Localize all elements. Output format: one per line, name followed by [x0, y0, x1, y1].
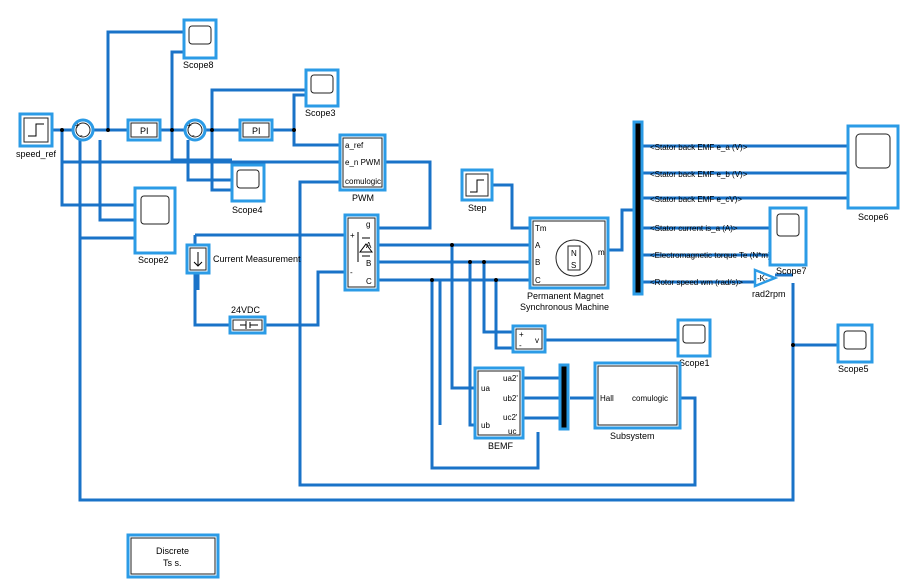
pmsm-port-tm: Tm	[535, 224, 547, 233]
signal-lines	[50, 30, 848, 502]
rad2rpm-label: rad2rpm	[752, 289, 786, 299]
pmsm-port-c: C	[535, 276, 541, 285]
pmsm-label-line1: Permanent Magnet	[527, 291, 604, 301]
pmsm-port-b: B	[535, 258, 540, 267]
pmsm-label-line2: Synchronous Machine	[520, 302, 609, 312]
sum1-block[interactable]: + -	[71, 118, 95, 142]
inverter-block[interactable]: g A B C + -	[343, 213, 380, 292]
junction-dots	[60, 128, 795, 347]
scope3-label: Scope3	[305, 108, 336, 118]
pwm-label: PWM	[352, 193, 374, 203]
bus-signal-te: <Electromagnetic torque Te (N*m)>	[650, 251, 776, 260]
rad2rpm-gain-symbol: -K-	[757, 274, 768, 283]
sum1-minus: -	[80, 131, 83, 140]
scope8-label: Scope8	[183, 60, 214, 70]
subsystem-label: Subsystem	[610, 431, 655, 441]
pwm-port-en-pwm: e_n PWM	[345, 158, 380, 167]
pi1-label: PI	[140, 126, 149, 136]
bus-signal-eb: <Stator back EMF e_b (V)>	[650, 170, 748, 179]
bus-signal-ea: <Stator back EMF e_a (V)>	[650, 143, 748, 152]
discrete-label-line2: Ts s.	[163, 558, 182, 568]
pmsm-s-pole: S	[571, 261, 576, 270]
pwm-block[interactable]: a_ref e_n PWM comulogic PWM	[338, 133, 387, 203]
bemf-block[interactable]: ua ub ua2' ub2' uc2' uc BEMF	[473, 366, 525, 451]
step-block[interactable]: Step	[460, 168, 494, 213]
bemf-port-ua: ua	[481, 384, 490, 393]
powergui-discrete-block[interactable]: Discrete Ts s.	[126, 533, 220, 579]
bemf-label: BEMF	[488, 441, 514, 451]
pi1-block[interactable]: PI	[126, 118, 162, 142]
pmsm-port-m: m	[598, 248, 605, 257]
inverter-port-b: B	[366, 259, 371, 268]
scope7-label: Scope7	[776, 266, 807, 276]
discrete-label-line1: Discrete	[156, 546, 189, 556]
scope4-label: Scope4	[232, 205, 263, 215]
bus-selector-block[interactable]	[632, 120, 644, 296]
voltmeter-block[interactable]: + - v	[511, 324, 547, 354]
pwm-port-comulogic: comulogic	[345, 177, 381, 186]
bus-signal-isa: <Stator current is_a (A)>	[650, 224, 738, 233]
current-measurement-block[interactable]: Current Measurement	[185, 243, 301, 275]
dc-source-label: 24VDC	[231, 305, 261, 315]
inverter-port-plus: +	[350, 231, 355, 240]
scope2-block[interactable]: Scope2	[133, 186, 177, 265]
pi2-label: PI	[252, 126, 261, 136]
bemf-port-ub: ub	[481, 421, 490, 430]
scope1-label: Scope1	[679, 358, 710, 368]
inverter-port-c: C	[366, 277, 372, 286]
pwm-port-a-ref: a_ref	[345, 141, 364, 150]
sum2-minus: -	[192, 131, 195, 140]
scope7-block[interactable]: Scope7	[768, 206, 808, 276]
scope5-block[interactable]: Scope5	[836, 323, 874, 374]
scope6-block[interactable]: Scope6	[846, 124, 900, 222]
bemf-port-uc: uc	[508, 427, 516, 436]
subsystem-block[interactable]: Hall comulogic Subsystem	[593, 361, 682, 441]
speed-ref-block[interactable]: speed_ref	[16, 112, 57, 159]
current-measurement-label: Current Measurement	[213, 254, 301, 264]
mux-block[interactable]	[558, 363, 570, 431]
subsystem-port-hall: Hall	[600, 394, 614, 403]
sum2-block[interactable]: + -	[183, 118, 207, 142]
voltmeter-plus: +	[519, 330, 524, 339]
pmsm-block[interactable]: N S Tm A B C m Permanent Magnet Synchron…	[520, 216, 610, 312]
inverter-port-a: A	[366, 241, 372, 250]
scope1-block[interactable]: Scope1	[676, 318, 712, 368]
sum1-plus: +	[75, 121, 80, 130]
scope4-block[interactable]: Scope4	[230, 163, 266, 215]
inverter-port-minus: -	[350, 268, 353, 277]
bemf-port-uc2: uc2'	[503, 413, 518, 422]
bus-signal-ec: <Stator back EMF e_cV)>	[650, 195, 742, 204]
bemf-port-ub2: ub2'	[503, 394, 518, 403]
scope5-label: Scope5	[838, 364, 869, 374]
scope8-block[interactable]: Scope8	[182, 18, 218, 70]
scope3-block[interactable]: Scope3	[304, 68, 340, 118]
scope2-label: Scope2	[138, 255, 169, 265]
step-label: Step	[468, 203, 487, 213]
inverter-port-g: g	[366, 220, 370, 229]
pi2-block[interactable]: PI	[238, 118, 274, 142]
subsystem-port-comulogic: comulogic	[632, 394, 668, 403]
scope6-label: Scope6	[858, 212, 889, 222]
rad2rpm-gain-block[interactable]: -K- rad2rpm	[752, 268, 786, 299]
pmsm-n-pole: N	[571, 249, 577, 258]
voltmeter-v: v	[535, 336, 539, 345]
bemf-port-ua2: ua2'	[503, 374, 518, 383]
voltmeter-minus: -	[519, 341, 522, 350]
speed-ref-label: speed_ref	[16, 149, 57, 159]
sum2-plus: +	[187, 121, 192, 130]
pmsm-port-a: A	[535, 241, 541, 250]
bus-signal-labels: <Stator back EMF e_a (V)> <Stator back E…	[650, 143, 776, 287]
dc-source-block[interactable]: 24VDC	[228, 305, 267, 335]
bus-signal-wm: <Rotor speed wm (rad/s)>	[650, 278, 743, 287]
